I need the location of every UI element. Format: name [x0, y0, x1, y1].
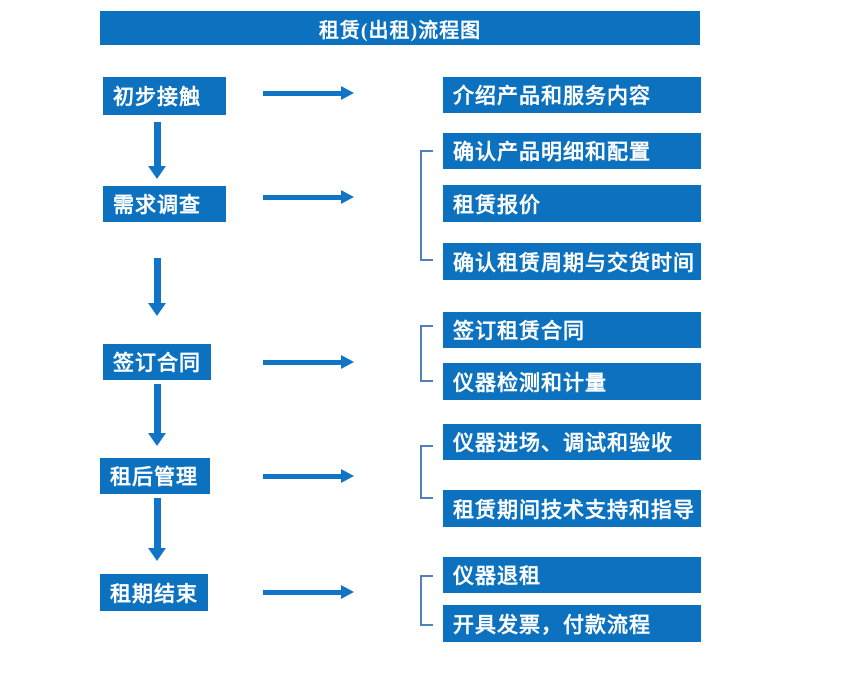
group-bracket — [420, 150, 433, 261]
detail-box: 租赁报价 — [443, 185, 701, 222]
right-arrow — [263, 469, 354, 483]
flowchart-title: 租赁(出租)流程图 — [318, 19, 482, 42]
group-bracket — [420, 445, 433, 499]
detail-box: 开具发票，付款流程 — [443, 605, 701, 642]
group-bracket — [420, 575, 433, 626]
detail-box: 仪器检测和计量 — [443, 363, 701, 400]
step-box-post-rental-management: 租后管理 — [100, 458, 210, 494]
right-arrow — [263, 355, 354, 369]
down-arrow — [148, 498, 166, 561]
detail-box: 仪器退租 — [443, 557, 701, 593]
detail-box: 租赁期间技术支持和指导 — [443, 490, 701, 527]
step-box-sign-contract: 签订合同 — [103, 344, 211, 380]
title-bar: 租赁(出租)流程图 — [100, 11, 700, 45]
down-arrow — [148, 122, 166, 179]
step-box-initial-contact: 初步接触 — [103, 77, 226, 115]
step-box-demand-survey: 需求调查 — [103, 186, 226, 222]
detail-box: 签订租赁合同 — [443, 312, 701, 348]
detail-box: 仪器进场、调试和验收 — [443, 424, 701, 460]
step-box-rental-end: 租期结束 — [100, 574, 208, 611]
group-bracket — [420, 325, 433, 382]
right-arrow — [263, 86, 354, 100]
down-arrow — [148, 258, 166, 316]
detail-box: 介绍产品和服务内容 — [443, 77, 701, 113]
detail-box: 确认产品明细和配置 — [443, 133, 701, 169]
down-arrow — [148, 384, 166, 446]
detail-box: 确认租赁周期与交货时间 — [443, 243, 701, 280]
right-arrow — [263, 585, 354, 599]
right-arrow — [263, 190, 354, 204]
